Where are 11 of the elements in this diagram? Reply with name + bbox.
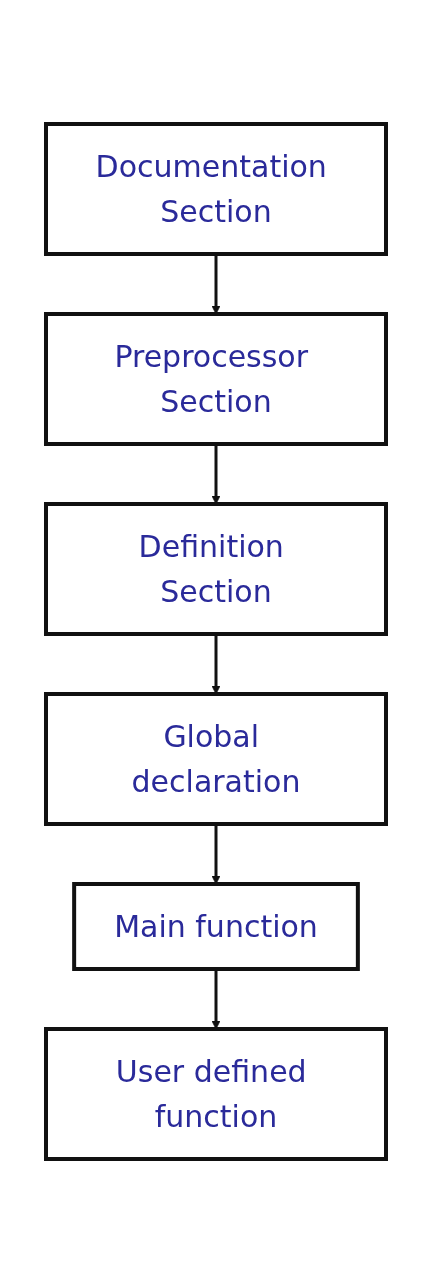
arrow [211, 444, 220, 505]
node-box: Preprocessor Section [43, 312, 388, 446]
node-box: Global declaration [43, 692, 388, 826]
arrow [211, 969, 220, 1030]
node-box: Documentation Section [43, 122, 388, 256]
node-box: Definition Section [43, 502, 388, 636]
arrow [211, 634, 220, 695]
node-box: User defined function [43, 1027, 388, 1161]
arrow [211, 254, 220, 315]
arrow [211, 824, 220, 885]
node-box: Main function [71, 882, 360, 971]
